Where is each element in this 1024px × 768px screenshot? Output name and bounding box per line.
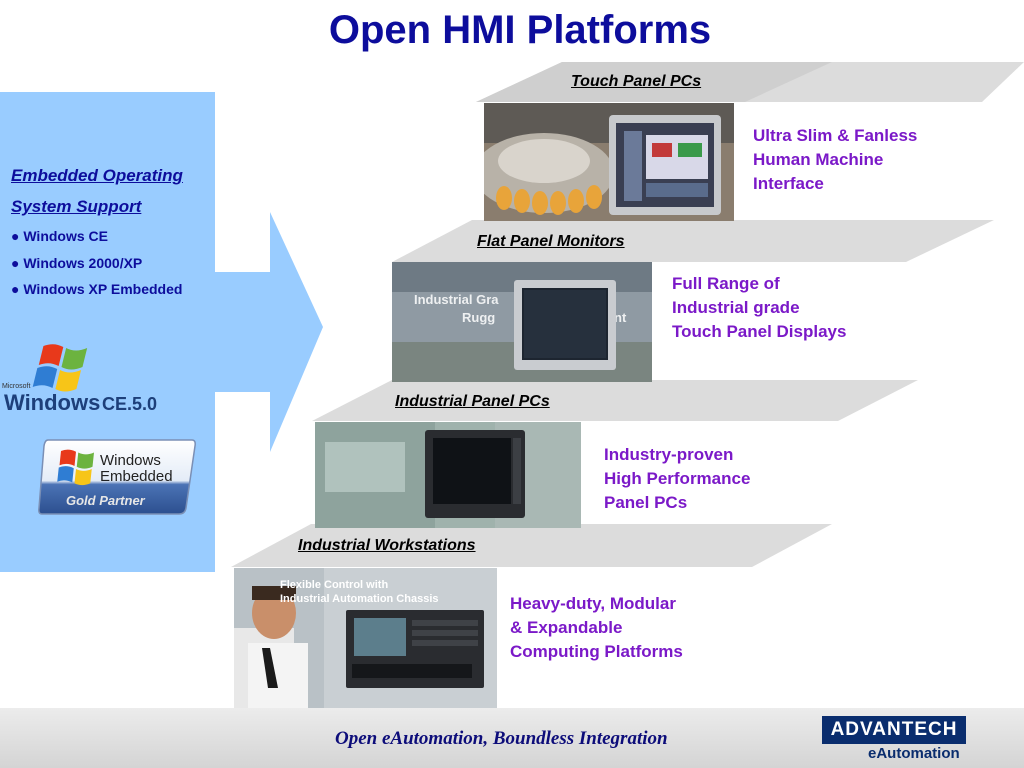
windows-wordmark: Windows — [4, 390, 100, 415]
tier-bands — [231, 62, 1024, 567]
os-bullet-windows-2000-xp: ● Windows 2000/XP — [11, 255, 143, 271]
tier-label-industrial-workstations: Industrial Workstations — [298, 537, 476, 554]
svg-text:nt: nt — [614, 310, 627, 325]
tier-desc-industrial-panel-pcs: Industry-proven High Performance Panel P… — [604, 445, 751, 512]
eautomation-label: eAutomation — [868, 745, 960, 762]
tier-desc-flat-panel-monitors: Full Range of Industrial grade Touch Pan… — [672, 274, 847, 341]
footer-tagline: Open eAutomation, Boundless Integration — [335, 728, 668, 749]
windows-flag-icon — [57, 449, 94, 486]
tier-desc-industrial-workstations: Heavy-duty, Modular & Expandable Computi… — [510, 594, 683, 661]
industrial-panel-pc-photo — [315, 422, 581, 528]
svg-text:Industrial Gra: Industrial Gra — [414, 292, 499, 307]
flat-panel-monitor-photo: Industrial Gra Rugg nt — [392, 262, 652, 382]
microsoft-wordmark: Microsoft — [2, 383, 30, 390]
os-bullet-windows-xp-embedded: ● Windows XP Embedded — [11, 281, 183, 297]
os-support-heading-line2: System Support — [11, 197, 142, 216]
svg-text:Gold Partner: Gold Partner — [66, 493, 146, 508]
windows-embedded-gold-partner-badge: Windows Embedded Gold Partner — [38, 439, 196, 515]
svg-text:Embedded: Embedded — [100, 468, 173, 485]
tier-label-flat-panel-monitors: Flat Panel Monitors — [477, 233, 625, 250]
os-support-heading-line1: Embedded Operating — [11, 166, 183, 185]
page-title: Open HMI Platforms — [328, 8, 712, 52]
ce-version-label: CE.5.0 — [102, 394, 157, 414]
svg-text:Windows: Windows — [100, 452, 161, 469]
windows-ce-logo: Microsoft Windows CE.5.0 — [2, 344, 157, 415]
tier-label-touch-panel-pcs: Touch Panel PCs — [571, 73, 702, 90]
svg-text:Flexible Control with: Flexible Control with — [280, 579, 388, 591]
tier-label-industrial-panel-pcs: Industrial Panel PCs — [395, 393, 550, 410]
arrow-right-icon — [215, 212, 323, 452]
advantech-logo: ADVANTECH — [822, 716, 966, 744]
os-bullet-windows-ce: ● Windows CE — [11, 228, 108, 244]
industrial-workstation-photo: Flexible Control with Industrial Automat… — [234, 568, 497, 708]
svg-text:Industrial Automation Chassis: Industrial Automation Chassis — [280, 593, 439, 605]
tier-desc-touch-panel-pcs: Ultra Slim & Fanless Human Machine Inter… — [753, 126, 918, 193]
svg-text:Rugg: Rugg — [462, 310, 495, 325]
touch-panel-pc-photo — [484, 103, 734, 221]
